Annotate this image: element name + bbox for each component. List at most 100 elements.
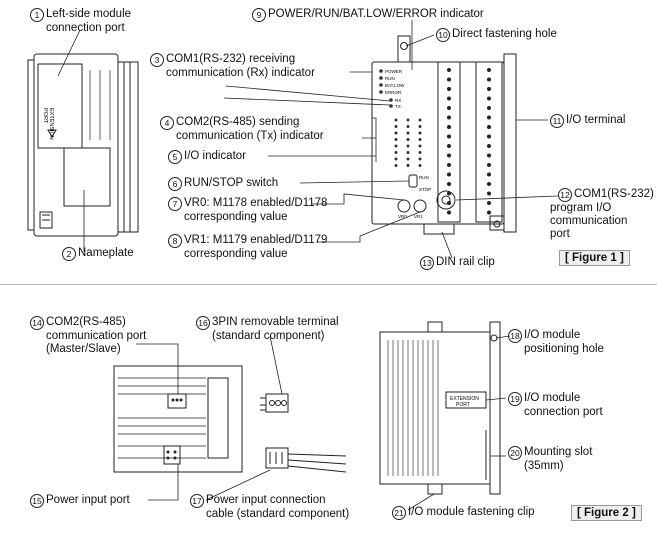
callout-line: communication port	[46, 330, 147, 342]
callout-line: communication	[550, 215, 628, 227]
fig2-leader-lines	[136, 335, 511, 511]
callout-number: 17	[190, 494, 204, 508]
callout-line: I/O indicator	[184, 150, 246, 162]
terminal-screw	[447, 201, 451, 205]
callout-line: corresponding value	[184, 211, 288, 223]
run-stop-switch	[408, 174, 418, 188]
callout-number: 9	[252, 8, 266, 22]
terminal-screw	[447, 96, 451, 101]
terminal-screw	[487, 182, 491, 186]
callout-number: 13	[420, 256, 434, 270]
callout-number: 14	[30, 316, 44, 330]
vr1-pot	[413, 199, 427, 213]
fig1-left-side-device	[27, 53, 139, 237]
terminal-screw	[487, 115, 491, 120]
callout-line: connection port	[46, 22, 125, 34]
callout-line: I/O module	[524, 392, 581, 404]
terminal-screw	[447, 68, 451, 72]
callout-number: 19	[508, 392, 522, 406]
callout-line: connection port	[524, 406, 603, 418]
pot-text-vr1: VR1	[414, 214, 423, 219]
figure-1-caption: [ Figure 1 ]	[559, 250, 630, 266]
direct-fastening-hole	[400, 42, 408, 50]
figure-2-caption: [ Figure 2 ]	[571, 505, 642, 521]
callout-number: 12	[558, 188, 572, 202]
io-led	[418, 138, 422, 141]
callout-line: Nameplate	[78, 247, 134, 259]
terminal-screw	[487, 191, 491, 196]
io-led	[394, 125, 398, 128]
io-led	[418, 164, 422, 167]
io-led	[394, 157, 398, 161]
callout-line: Direct fastening hole	[452, 28, 557, 40]
callout-number: 18	[508, 329, 522, 343]
com1-port	[436, 190, 456, 210]
callout-line: cable (standard component)	[206, 508, 350, 520]
terminal-screw	[447, 182, 451, 186]
io-led	[394, 151, 398, 154]
terminal-screw	[487, 77, 491, 82]
extension-port-text-2: PORT	[42, 108, 48, 124]
callout-line: (Master/Slave)	[46, 343, 121, 355]
callout-number: 3	[150, 53, 164, 67]
terminal-screw	[447, 125, 451, 129]
callout-line: Mounting slot	[524, 446, 593, 458]
callout-number: 7	[168, 197, 182, 211]
callout-number: 15	[30, 494, 44, 508]
callout-number: 11	[550, 114, 564, 128]
led-text-tx: TX	[395, 104, 401, 109]
terminal-screw	[447, 172, 451, 177]
io-led	[406, 151, 410, 154]
io-led	[406, 164, 410, 167]
extension-port-text-1: EXTENSION	[48, 108, 54, 140]
led-text-rx: RX	[395, 98, 401, 103]
terminal-screw	[447, 191, 451, 196]
callout-line: communication (Rx) indicator	[166, 67, 315, 79]
terminal-screw	[447, 134, 451, 139]
terminal-screw	[447, 77, 451, 82]
callout-line: COM1(RS-232) receiving	[166, 53, 296, 65]
din-rail-clip	[423, 223, 455, 235]
fig1-leader-lines	[57, 20, 559, 259]
vr0-pot	[397, 199, 411, 213]
terminal-screw	[487, 144, 491, 148]
fig2-extension-port-text-2: PORT	[456, 402, 470, 408]
fig1-front-device	[371, 35, 517, 235]
status-leds	[379, 69, 393, 108]
callout-number: 10	[436, 28, 450, 42]
power-input-cable	[265, 447, 347, 473]
callout-line: Power input connection	[206, 494, 326, 506]
callout-number: 16	[196, 316, 210, 330]
io-led	[418, 125, 422, 128]
callout-number: 5	[168, 150, 182, 164]
callout-line: COM1(RS-232)	[574, 188, 654, 200]
led-text-batlow: BAT.LOW	[385, 83, 405, 88]
pot-text-vr0: VR0	[398, 214, 407, 219]
io-module-fastening-clip	[427, 483, 443, 495]
io-led	[418, 151, 422, 154]
terminal-screw	[487, 68, 491, 72]
left-side-module-port	[37, 63, 83, 149]
terminal-screw	[447, 163, 451, 167]
callout-number: 21	[392, 506, 406, 520]
terminal-screw	[487, 163, 491, 167]
io-led	[406, 131, 410, 135]
switch-text-run: RUN	[419, 175, 429, 180]
terminal-screw	[487, 106, 491, 110]
callout-line: corresponding value	[184, 248, 288, 260]
